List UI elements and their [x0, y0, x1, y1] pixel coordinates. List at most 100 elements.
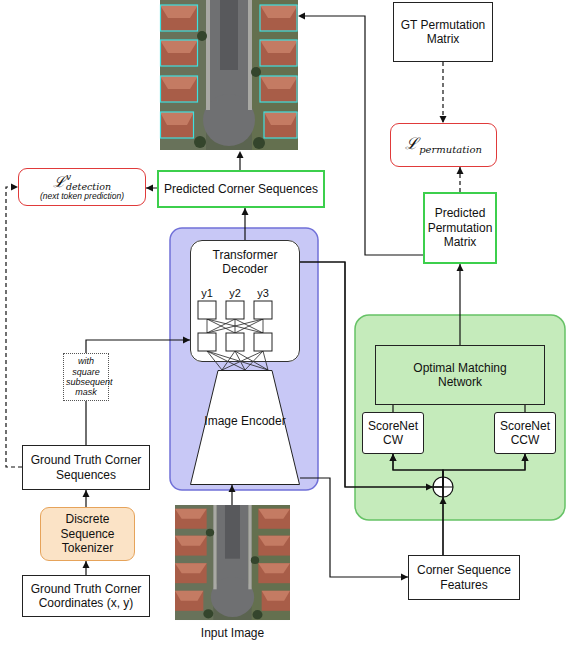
loss-subscript: detection: [66, 182, 111, 192]
node-label: Predicted Corner Sequences: [164, 182, 318, 196]
text-group: ℒpermutation: [405, 134, 482, 156]
output-image: [160, 0, 298, 150]
output-line: [239, 157, 240, 170]
token-label: y1: [201, 288, 213, 299]
decoder-box: Transformer Decoder: [190, 240, 300, 362]
drawing-part: [222, 351, 263, 370]
node-label: Predicted Permutation Matrix: [428, 206, 493, 249]
drawing-part: [207, 319, 235, 333]
drawing-part: [207, 351, 268, 370]
drawing-part: [254, 333, 272, 351]
arrow-head: [146, 185, 153, 192]
drawing-part: [260, 40, 297, 66]
text-group: Corner Sequence Features: [412, 563, 516, 592]
image-caption: Input Image: [155, 626, 310, 640]
arrow-head: [83, 490, 90, 497]
node-label: Discrete Sequence Tokenizer: [44, 512, 131, 555]
node-label: ScoreNet CW: [365, 419, 421, 448]
drawing-part: [235, 319, 263, 333]
arrow-head: [522, 454, 529, 461]
drawing-part: [226, 301, 244, 319]
arrow-head: [401, 574, 408, 581]
text-group: Ground Truth Corner Coordinates (x, y): [26, 582, 146, 611]
node-label: ScoreNet CCW: [497, 419, 553, 448]
node-label: Ground Truth Corner Coordinates (x, y): [26, 582, 146, 611]
drawing-part: [264, 112, 297, 138]
text-group: Optimal Matching Network: [410, 361, 510, 390]
loss-note: (next token prediction): [40, 192, 124, 201]
node-label: Image Encoder: [204, 414, 285, 428]
drawing-part: [263, 319, 264, 333]
text-group: Predicted Corner Sequences: [164, 182, 318, 196]
connector: [442, 62, 443, 123]
network-box: Optimal Matching Network: [375, 345, 545, 405]
drawing-part: [263, 351, 268, 370]
arrow-head: [11, 184, 18, 191]
node-label: Transformer Decoder: [191, 248, 299, 277]
arrow-head: [298, 13, 305, 20]
decoder-fill: [190, 240, 300, 362]
output-box: Predicted Corner Sequences: [157, 170, 325, 208]
loss-box: ℒvdetection(next token prediction): [18, 168, 146, 206]
drawing-part: [161, 5, 198, 31]
arrow-head: [390, 454, 397, 461]
input-image: [175, 505, 290, 620]
text-group: Image Encoder: [204, 414, 285, 428]
connector: [459, 264, 460, 345]
scorenet-box: ScoreNet CW: [362, 412, 424, 454]
arrow-head: [390, 454, 397, 461]
arrow-head: [457, 167, 464, 174]
process-box: Ground Truth Corner Sequences: [22, 445, 150, 490]
drawing-part: [235, 319, 263, 333]
tokenizer-box: Discrete Sequence Tokenizer: [40, 507, 135, 561]
model-panel: [170, 228, 318, 490]
text-group: Transformer Decoder: [191, 248, 299, 277]
arrow-head: [237, 151, 244, 158]
encoder-trapezoid: [191, 371, 300, 485]
loss-superscript: v: [66, 173, 71, 182]
text-group: ScoreNet CW: [365, 419, 421, 448]
drawing-part: [260, 5, 297, 31]
drawing-part: [226, 333, 244, 351]
arrow-head: [229, 485, 236, 492]
loss-symbol: ℒ: [405, 134, 418, 153]
process-box: GT Permutation Matrix: [393, 2, 493, 62]
drawing-part: [254, 301, 272, 319]
drawing-part: [161, 76, 198, 102]
arrow-head: [83, 561, 90, 568]
script-stack: vdetection: [66, 173, 111, 192]
connector: [443, 454, 525, 555]
token-label: y2: [229, 288, 241, 299]
drawing-part: [161, 112, 194, 138]
encoder-trapezoid: Image Encoder: [190, 370, 300, 485]
math-row: ℒvdetection: [40, 173, 124, 192]
text-group: ℒvdetection(next token prediction): [40, 173, 124, 201]
drawing-part: [235, 351, 268, 370]
text-group: Predicted Permutation Matrix: [428, 206, 493, 249]
scorenet-box: ScoreNet CCW: [494, 412, 556, 454]
connector: [6, 187, 22, 467]
matching-panel: [355, 315, 565, 520]
text-group: Input Image: [155, 626, 310, 640]
loss-box: ℒpermutation: [390, 123, 497, 167]
drawing-part: [245, 351, 263, 370]
process-box: Corner Sequence Features: [408, 555, 520, 600]
loss-symbol: ℒ: [53, 173, 65, 191]
token-squares: [198, 301, 272, 351]
token-label: y3: [257, 288, 269, 299]
process-box: Ground Truth Corner Coordinates (x, y): [22, 575, 150, 617]
arrow-head: [183, 337, 190, 344]
node-label: Optimal Matching Network: [410, 361, 510, 390]
edge-label: with square subsequent mask: [63, 353, 109, 400]
predicted-outlines: [161, 5, 298, 138]
arrow-head: [242, 208, 249, 215]
arrow-head: [457, 264, 464, 271]
node-label: Ground Truth Corner Sequences: [26, 453, 146, 482]
loss-subscript: permutation: [419, 144, 482, 155]
connector: [300, 478, 408, 577]
drawing-part: [207, 319, 208, 333]
drawing-part: [198, 301, 216, 319]
drawing-part: [207, 351, 222, 370]
node-label: GT Permutation Matrix: [397, 18, 489, 47]
drawing-part: [161, 40, 198, 66]
